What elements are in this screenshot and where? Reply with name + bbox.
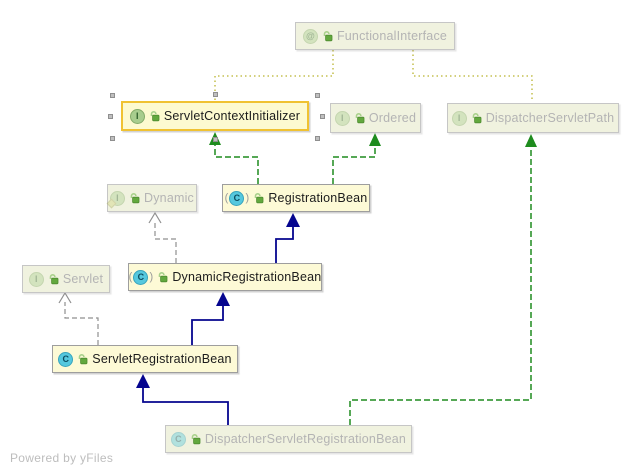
edge-implements-srb-servlet — [58, 291, 99, 345]
node-label: DynamicRegistrationBean — [172, 270, 322, 284]
selection-handle[interactable] — [213, 92, 218, 97]
lock-icon — [130, 193, 140, 204]
node-label: RegistrationBean — [268, 191, 368, 205]
inner-interface-icon: I — [106, 190, 125, 208]
node-label: DispatcherServletRegistrationBean — [204, 432, 407, 446]
lock-icon — [150, 111, 160, 122]
lock-icon — [323, 31, 333, 42]
lock-icon — [191, 434, 201, 445]
interface-icon: I — [334, 110, 350, 126]
node-registration-bean[interactable]: C RegistrationBean — [222, 184, 370, 212]
interface-icon: I — [28, 271, 44, 287]
edge-extends-dynrb-registrationbean — [275, 213, 300, 263]
annotation-icon: @ — [302, 28, 318, 44]
interface-icon: I — [129, 108, 145, 124]
edge-extends-dsrb-srb — [136, 374, 229, 425]
node-servlet[interactable]: I Servlet — [22, 265, 110, 293]
node-label: ServletRegistrationBean — [92, 352, 232, 366]
lock-icon — [472, 113, 482, 124]
edge-annotation-dsp-functionalinterface — [412, 50, 533, 102]
node-label: DispatcherServletPath — [485, 111, 615, 125]
node-label: Ordered — [368, 111, 417, 125]
abstract-class-icon: C — [129, 269, 154, 285]
node-label: Servlet — [62, 272, 104, 286]
lock-icon — [49, 274, 59, 285]
selection-handle[interactable] — [320, 114, 325, 119]
node-dynamic-registration-bean[interactable]: C DynamicRegistrationBean — [128, 263, 322, 291]
node-servlet-registration-bean[interactable]: C ServletRegistrationBean — [52, 345, 238, 373]
node-dispatcher-servlet-registration-bean[interactable]: C DispatcherServletRegistrationBean — [165, 425, 412, 453]
yfiles-watermark: Powered by yFiles — [10, 451, 114, 465]
selection-handle[interactable] — [315, 93, 320, 98]
node-ordered[interactable]: I Ordered — [330, 103, 421, 133]
selection-handle[interactable] — [110, 136, 115, 141]
node-dispatcher-servlet-path[interactable]: I DispatcherServletPath — [447, 103, 619, 133]
node-label: FunctionalInterface — [336, 29, 448, 43]
selection-handle[interactable] — [213, 137, 218, 142]
selection-handle[interactable] — [108, 114, 113, 119]
node-functional-interface[interactable]: @ FunctionalInterface — [295, 22, 455, 50]
edge-implements-dsrb-dispatcherservletpath — [349, 134, 537, 425]
node-servlet-context-initializer[interactable]: I ServletContextInitializer — [121, 101, 309, 131]
class-icon: C — [58, 351, 74, 367]
edge-extends-srb-dynrb — [191, 292, 230, 345]
selection-handle[interactable] — [315, 136, 320, 141]
interface-icon: I — [451, 110, 467, 126]
edge-implements-registrationbean-ordered — [332, 133, 381, 184]
node-label: ServletContextInitializer — [163, 109, 301, 123]
selection-handle[interactable] — [110, 93, 115, 98]
lock-icon — [255, 193, 264, 204]
lock-icon — [159, 272, 168, 283]
abstract-class-icon: C — [225, 190, 250, 206]
edge-implements-dynrb-dynamic — [148, 211, 177, 263]
node-dynamic[interactable]: I Dynamic — [106, 184, 197, 212]
lock-icon — [355, 113, 365, 124]
lock-icon — [78, 354, 88, 365]
class-icon: C — [170, 431, 186, 447]
node-label: Dynamic — [143, 191, 195, 205]
